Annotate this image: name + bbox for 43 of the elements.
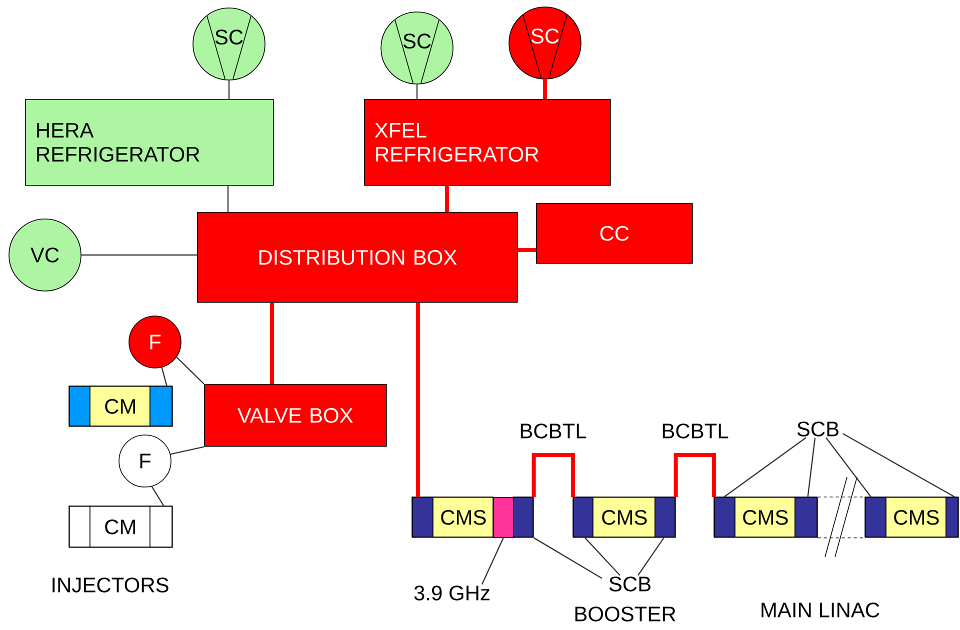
transfer-line — [270, 302, 274, 384]
connector-line — [228, 80, 230, 99]
connector-line — [170, 446, 204, 455]
transfer-line — [532, 453, 575, 497]
leader-line — [534, 537, 602, 579]
edge-label: BCBTL — [660, 422, 730, 440]
transfer-line — [543, 79, 547, 99]
transfer-line — [518, 248, 536, 252]
connector-line — [151, 486, 164, 506]
cryomodule: CM — [68, 386, 173, 427]
leader-line — [481, 538, 504, 585]
cavity-segment — [493, 497, 514, 538]
leader-line — [842, 433, 956, 498]
frequency-label: 3.9 GHz — [414, 586, 490, 600]
edge-label: BCBTL — [518, 422, 588, 440]
cryomodule: CMS — [714, 496, 818, 538]
leader-label: SCB — [609, 576, 650, 592]
transfer-line — [416, 302, 420, 497]
distribution-box: DISTRIBUTION BOX — [197, 212, 518, 303]
refrigerator-box: XFEL REFRIGERATOR — [364, 99, 611, 186]
cryomodule: CMS — [864, 496, 959, 538]
cryomodule: CMS — [572, 496, 676, 538]
connector-line — [161, 367, 168, 386]
leader-line — [638, 537, 664, 576]
leader-line — [584, 537, 620, 576]
group-label: INJECTORS — [52, 578, 168, 592]
connector-line — [81, 254, 197, 256]
connector-line — [227, 186, 229, 212]
transfer-line — [674, 453, 716, 497]
cryomodule: CM — [68, 506, 173, 548]
leader-line — [807, 438, 816, 498]
connector-line — [416, 84, 418, 99]
cold-compressor-box: CC — [536, 203, 693, 264]
connector-line — [817, 496, 866, 538]
leader-line — [826, 437, 872, 498]
leader-line — [724, 437, 806, 498]
refrigerator-box: HERA REFRIGERATOR — [25, 99, 274, 186]
transfer-line — [445, 186, 449, 212]
group-label: BOOSTER — [575, 606, 676, 622]
leader-label: SCB — [797, 422, 838, 436]
valve-box: VALVE BOX — [204, 384, 387, 447]
connector-line — [176, 356, 204, 384]
group-label: MAIN LINAC — [762, 602, 880, 618]
